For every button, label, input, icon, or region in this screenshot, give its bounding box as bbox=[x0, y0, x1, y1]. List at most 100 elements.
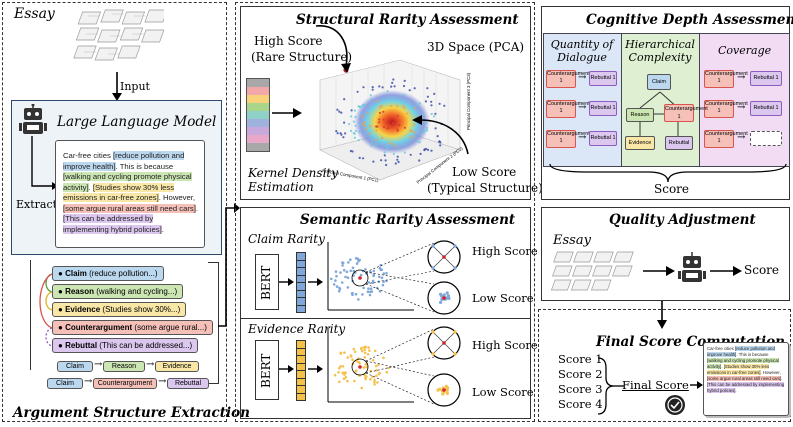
pca-point bbox=[403, 126, 407, 129]
bullet-icon: ● bbox=[58, 269, 66, 278]
rebuttal-node: Rebuttal 1 bbox=[589, 101, 617, 116]
pca-point bbox=[361, 104, 364, 107]
rebuttal-text: Rebuttal 1 bbox=[753, 75, 779, 81]
pca-point bbox=[377, 121, 381, 124]
pca-point bbox=[342, 136, 345, 139]
embedding-cell bbox=[296, 268, 306, 276]
scatter-point bbox=[338, 286, 341, 290]
pca-point bbox=[418, 102, 421, 105]
scatter-point bbox=[371, 359, 375, 362]
arrow-icon: → bbox=[578, 132, 587, 143]
scatter-point bbox=[362, 366, 366, 369]
essay-text-part: . bbox=[195, 203, 199, 213]
counterargument-node: Counterargument 1 bbox=[704, 130, 748, 148]
cognitive-score: Score bbox=[654, 182, 690, 196]
pca-point bbox=[363, 124, 366, 127]
scatter-point bbox=[363, 356, 366, 359]
low-score-arrow bbox=[412, 115, 469, 155]
neighbor-point bbox=[439, 300, 443, 304]
counterargument-node: Counterargument 1 bbox=[704, 70, 748, 88]
scatter-point bbox=[342, 377, 346, 381]
quality-essay-label: Essay bbox=[553, 233, 591, 248]
essay-text: Car-free cities [reduce pollution and im… bbox=[63, 151, 199, 235]
counterargument-text: Counterargument 1 bbox=[705, 131, 748, 144]
pca-point bbox=[390, 104, 393, 108]
embedding-cell bbox=[296, 275, 306, 283]
pca-point bbox=[414, 107, 417, 110]
scatter-point bbox=[369, 377, 372, 381]
scatter-point bbox=[337, 289, 341, 293]
pca-point bbox=[434, 127, 437, 130]
bullet-icon: ● bbox=[58, 305, 66, 314]
scatter-point bbox=[341, 365, 345, 368]
scatter-point bbox=[366, 353, 370, 356]
pca-point bbox=[393, 85, 396, 88]
neighbor-point bbox=[453, 352, 457, 356]
rebuttal-node: Rebuttal 1 bbox=[589, 71, 617, 86]
pca-point bbox=[416, 140, 419, 143]
pca-point bbox=[384, 159, 387, 162]
pca-point bbox=[433, 92, 436, 95]
pca-point bbox=[396, 155, 399, 158]
pca-point bbox=[443, 104, 446, 107]
essay-text-part: . However, bbox=[158, 193, 196, 202]
pca-point bbox=[350, 115, 353, 118]
embedding-cell bbox=[296, 348, 306, 356]
pca-point bbox=[430, 149, 433, 152]
pca-point bbox=[422, 131, 425, 134]
embedding-cell bbox=[296, 283, 306, 291]
pca-point bbox=[361, 115, 364, 118]
rebuttal-text: Rebuttal 1 bbox=[590, 105, 616, 111]
final-highlight-counterargument: [some argue rural areas still need cars] bbox=[707, 376, 782, 381]
scatter-point bbox=[337, 371, 340, 374]
pca-point bbox=[386, 90, 389, 93]
pca-point bbox=[416, 104, 419, 107]
zoom-guide bbox=[365, 360, 435, 377]
scatter-point bbox=[378, 289, 382, 293]
final-essay-text-part: . This is because bbox=[736, 352, 769, 357]
scatter-point bbox=[375, 374, 378, 378]
pca-point bbox=[386, 127, 389, 130]
pca-point bbox=[439, 144, 442, 147]
scatter-point bbox=[366, 290, 370, 294]
target-point bbox=[442, 341, 446, 345]
counterargument-node: Counterargument 1 bbox=[546, 70, 590, 88]
neighbor-point bbox=[447, 296, 451, 300]
component-key: Claim bbox=[65, 269, 87, 278]
final-box bbox=[538, 309, 791, 422]
pca-point bbox=[430, 112, 433, 116]
target-point bbox=[358, 276, 362, 280]
final-essay-text-part: . bbox=[721, 364, 724, 369]
focus-circle bbox=[351, 358, 369, 376]
chain-arrow-icon: → bbox=[146, 359, 155, 370]
pca-point bbox=[372, 160, 375, 163]
scatter-point bbox=[341, 261, 344, 264]
neighbor-point bbox=[444, 384, 448, 388]
pca-point bbox=[370, 141, 373, 145]
pca-point bbox=[363, 103, 366, 106]
bullet-icon: ● bbox=[58, 323, 66, 332]
pca-point bbox=[409, 129, 412, 132]
scatter-point bbox=[346, 356, 350, 359]
pca-point bbox=[383, 125, 386, 129]
hier-counter-text: Counterargument 1 bbox=[665, 106, 708, 120]
pca-point bbox=[335, 130, 338, 133]
input-arrow bbox=[112, 72, 122, 101]
target-point bbox=[442, 296, 446, 300]
component-detail: (This can be addressed...) bbox=[97, 341, 193, 350]
scatter-point bbox=[387, 366, 390, 370]
scatter-point bbox=[354, 292, 358, 296]
scatter-point bbox=[361, 293, 364, 296]
cognitive-title: Cognitive Depth Assessment bbox=[586, 12, 793, 28]
scatter-point bbox=[351, 293, 354, 296]
embedding-cell bbox=[296, 252, 306, 261]
pca-point bbox=[423, 148, 426, 151]
pca-point bbox=[359, 123, 362, 126]
scatter-point bbox=[368, 349, 371, 352]
neighbor-point bbox=[431, 244, 435, 248]
quality-arrow-2 bbox=[710, 266, 742, 276]
scatter-point bbox=[346, 286, 350, 289]
scatter-point bbox=[358, 258, 361, 262]
distance-line bbox=[443, 256, 456, 269]
pca-point bbox=[391, 142, 394, 145]
